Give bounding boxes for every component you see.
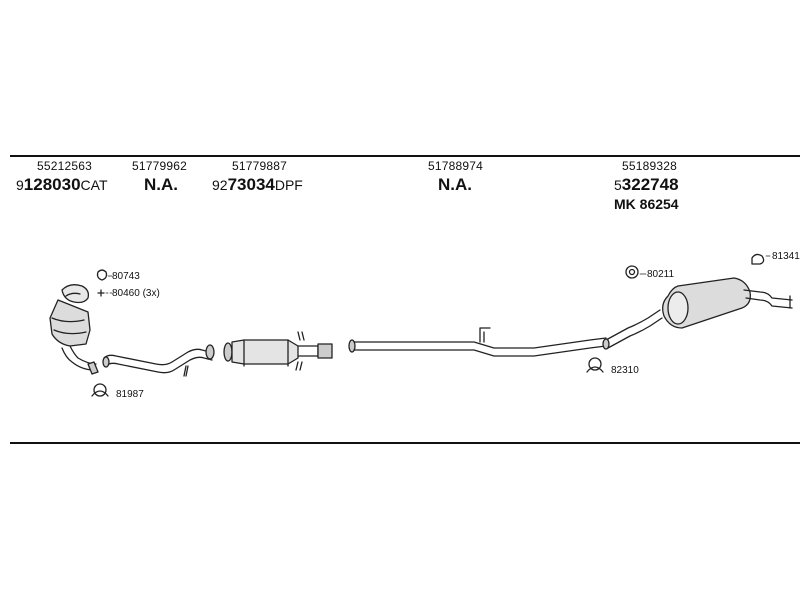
bolt-80460: [97, 289, 105, 297]
callout-80743: 80743: [112, 271, 140, 282]
part-column-catalyst: 55212563 9128030CAT: [16, 159, 108, 197]
front-pipe: [102, 344, 215, 377]
callout-81341: 81341: [772, 251, 800, 262]
part-code: N.A.: [438, 175, 472, 194]
part-column-dpf: 51779887 9273034DPF: [212, 159, 303, 197]
part-code: N.A.: [144, 175, 178, 194]
callout-82310: 82310: [611, 365, 639, 376]
part-column-front-pipe: 51779962 N.A.: [132, 160, 187, 197]
top-divider: [10, 155, 800, 157]
hanger-81341: [751, 253, 765, 265]
part-code: 9273034DPF: [212, 175, 303, 194]
part-column-middle-pipe: 51788974 N.A.: [428, 160, 483, 197]
part-number: 51788974: [428, 159, 483, 173]
bottom-divider: [10, 442, 800, 444]
gasket-80743: [96, 269, 108, 281]
part-code: 9128030CAT: [16, 175, 108, 194]
part-number: 51779887: [232, 159, 287, 173]
callout-80460: 80460 (3x): [112, 288, 160, 299]
part-number: 51779962: [132, 159, 187, 173]
rear-silencer: [602, 277, 793, 350]
clamp-81987: [91, 383, 109, 397]
part-code: 5322748: [614, 175, 679, 194]
hanger-80211: [625, 265, 639, 279]
clamp-82310: [586, 357, 604, 373]
middle-pipe: [348, 327, 607, 357]
callout-81987: 81987: [116, 389, 144, 400]
part-number: 55189328: [622, 159, 677, 173]
diesel-particulate-filter: [223, 331, 333, 371]
callout-80211: 80211: [647, 269, 675, 280]
part-number: 55212563: [37, 159, 92, 173]
part-column-rear-silencer: 55189328 5322748 MK 86254: [614, 159, 679, 211]
kit-number: MK 86254: [614, 196, 679, 212]
catalytic-converter: [49, 284, 99, 375]
